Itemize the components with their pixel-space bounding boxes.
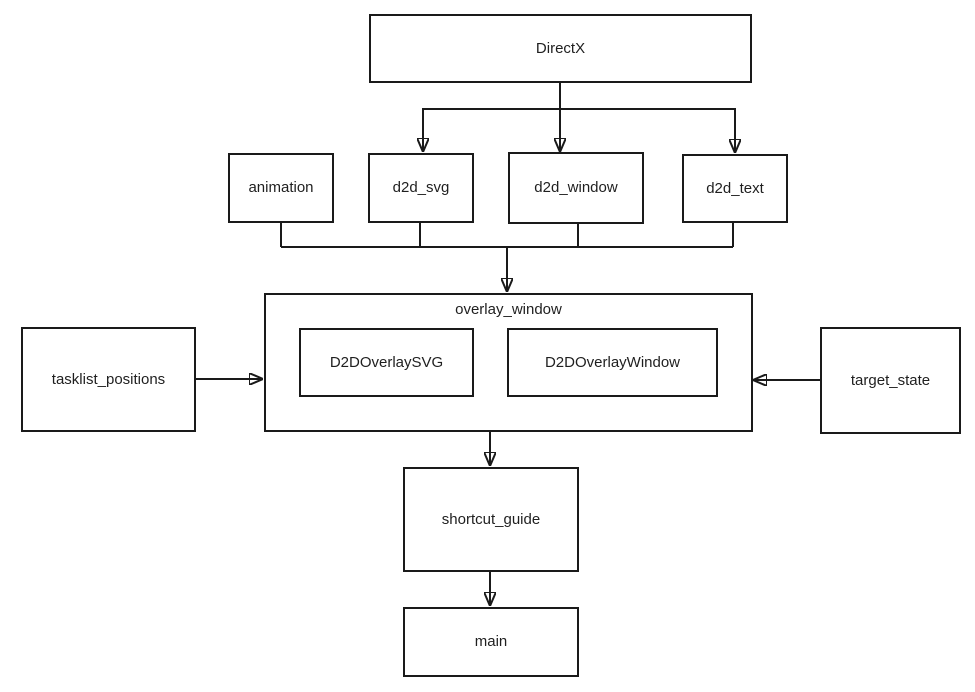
node-main-label: main [474, 633, 508, 650]
node-tasklist-positions: tasklist_positions [21, 327, 196, 432]
node-target-state: target_state [820, 327, 961, 434]
node-d2doverlaysvg: D2DOverlaySVG [299, 328, 474, 397]
node-animation: animation [228, 153, 334, 223]
node-d2doverlaywindow-label: D2DOverlayWindow [544, 353, 681, 371]
edge-directx-d2d_text [559, 83, 735, 152]
node-overlay-window-label: overlay_window [455, 301, 562, 318]
edge-directx-d2d_svg [423, 83, 561, 151]
node-target-state-label: target_state [850, 371, 931, 389]
node-shortcut-guide-label: shortcut_guide [441, 510, 541, 528]
node-directx-label: DirectX [535, 39, 586, 57]
node-d2d-text: d2d_text [682, 154, 788, 223]
node-d2doverlaysvg-label: D2DOverlaySVG [329, 353, 444, 371]
node-tasklist-positions-label: tasklist_positions [51, 370, 166, 388]
node-d2d-svg-label: d2d_svg [392, 179, 450, 196]
node-d2d-text-label: d2d_text [706, 179, 764, 197]
node-main: main [403, 607, 579, 677]
node-directx: DirectX [369, 14, 752, 83]
node-d2doverlaywindow: D2DOverlayWindow [507, 328, 718, 397]
node-shortcut-guide: shortcut_guide [403, 467, 579, 572]
node-d2d-window-label: d2d_window [534, 179, 618, 196]
node-animation-label: animation [248, 179, 314, 196]
node-d2d-svg: d2d_svg [368, 153, 474, 223]
node-d2d-window: d2d_window [508, 152, 644, 224]
node-overlay-window: overlay_window D2DOverlaySVG D2DOverlayW… [264, 293, 753, 432]
